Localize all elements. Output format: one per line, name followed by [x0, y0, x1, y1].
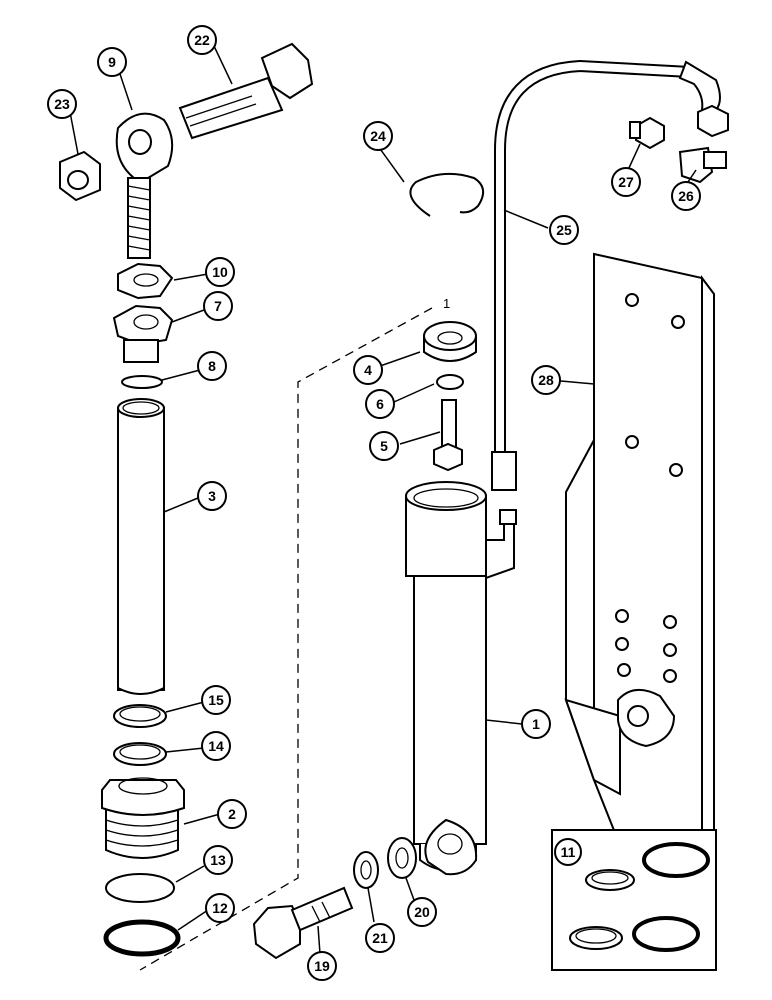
callout-10: 10 [205, 257, 235, 287]
ring-13 [105, 873, 175, 903]
svg-text:28: 28 [538, 372, 554, 388]
lock-nut-23 [59, 150, 101, 202]
svg-text:27: 27 [618, 174, 634, 190]
seal-kit-ring-d [632, 916, 700, 952]
seal-kit-ring-b [642, 842, 710, 878]
o-ring-12 [103, 919, 181, 957]
callout-23: 23 [47, 89, 77, 119]
cylinder-barrel-1 [405, 481, 517, 876]
svg-text:26: 26 [678, 188, 694, 204]
callout-13: 13 [203, 845, 233, 875]
svg-text:2: 2 [228, 806, 236, 822]
callout-12: 12 [205, 893, 235, 923]
callout-5: 5 [369, 431, 399, 461]
callout-21: 21 [365, 923, 395, 953]
callout-19: 19 [307, 951, 337, 981]
svg-text:3: 3 [208, 488, 216, 504]
piston-4 [423, 321, 477, 362]
svg-text:11: 11 [561, 844, 576, 860]
callout-28: 28 [531, 365, 561, 395]
elbow-fitting-26 [678, 146, 727, 184]
washer-6 [436, 374, 464, 390]
o-ring-8 [121, 375, 163, 389]
callout-2: 2 [217, 799, 247, 829]
callout-24: 24 [363, 121, 393, 151]
bolt-22 [178, 42, 314, 140]
callout-22: 22 [187, 25, 217, 55]
svg-text:6: 6 [376, 396, 384, 412]
callout-7: 7 [203, 291, 233, 321]
callout-15: 15 [201, 685, 231, 715]
callout-20: 20 [407, 897, 437, 927]
svg-text:23: 23 [54, 96, 70, 112]
hydraulic-hose-25 [491, 59, 729, 491]
svg-text:24: 24 [370, 128, 386, 144]
svg-text:9: 9 [108, 54, 116, 70]
svg-text:20: 20 [414, 904, 430, 920]
svg-text:8: 8 [208, 358, 216, 374]
kit-boundary-dashed-line [139, 307, 433, 971]
mounting-bracket-28 [564, 252, 715, 962]
ring-14 [113, 742, 167, 766]
kit-boundary-label: 1 [443, 296, 450, 311]
svg-text:25: 25 [556, 222, 572, 238]
svg-text:7: 7 [214, 298, 222, 314]
jam-nut-10 [117, 262, 174, 300]
lock-washer-21 [353, 851, 379, 889]
svg-text:5: 5 [380, 438, 388, 454]
svg-text:22: 22 [194, 32, 210, 48]
callout-27: 27 [611, 167, 641, 197]
callout-4: 4 [353, 355, 383, 385]
callout-26: 26 [671, 181, 701, 211]
callout-9: 9 [97, 47, 127, 77]
cylinder-tube-3 [117, 398, 165, 695]
callout-25: 25 [549, 215, 579, 245]
svg-text:12: 12 [212, 900, 228, 916]
svg-text:15: 15 [208, 692, 224, 708]
svg-text:14: 14 [208, 738, 224, 754]
callout-14: 14 [201, 731, 231, 761]
seal-kit-ring-a [585, 869, 635, 891]
gland-nut-7 [112, 304, 174, 363]
circlip-24 [409, 172, 485, 217]
callout-1: 1 [521, 709, 551, 739]
gland-2 [101, 777, 185, 859]
seal-kit-ring-c [569, 926, 623, 950]
svg-text:10: 10 [212, 264, 228, 280]
svg-text:4: 4 [364, 362, 372, 378]
callout-6: 6 [365, 389, 395, 419]
washer-20 [387, 837, 417, 879]
svg-text:19: 19 [314, 958, 330, 974]
callout-8: 8 [197, 351, 227, 381]
callout-3: 3 [197, 481, 227, 511]
callout-11: 11 [554, 838, 582, 866]
rod-end-9 [115, 112, 174, 259]
svg-text:1: 1 [532, 716, 540, 732]
bolt-19 [252, 886, 354, 960]
svg-text:13: 13 [210, 852, 226, 868]
ring-15 [113, 704, 167, 728]
adapter-27 [629, 116, 665, 150]
leader-lines [69, 45, 697, 955]
piston-bolt-5 [433, 399, 463, 472]
svg-text:21: 21 [372, 930, 388, 946]
